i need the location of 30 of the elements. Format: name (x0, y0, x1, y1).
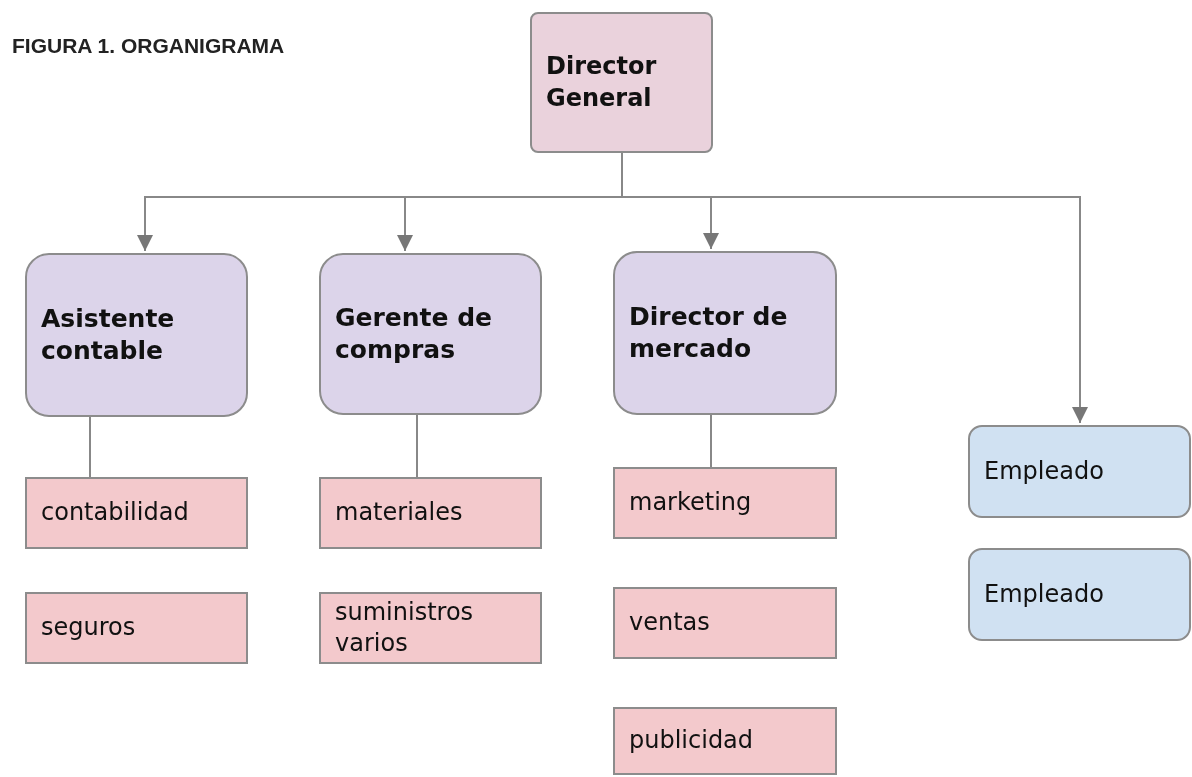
node-label: Gerente de compras (335, 301, 494, 366)
connector-line (710, 414, 712, 468)
department-box (613, 707, 837, 775)
manager-box (25, 253, 248, 417)
department-box (613, 467, 837, 539)
department-box (319, 592, 542, 664)
node-label: Empleado (984, 455, 1104, 487)
connector-line (89, 416, 91, 478)
employee-box (968, 548, 1191, 641)
node-label: marketing (629, 487, 752, 519)
node-label: contabilidad (41, 497, 189, 529)
manager-box (319, 253, 542, 415)
director-box (530, 12, 713, 153)
node-label: Director de mercado (629, 300, 789, 365)
department-box (319, 477, 542, 549)
employee-box (968, 425, 1191, 518)
manager-box (613, 251, 837, 415)
department-box (25, 477, 248, 549)
node-label: materiales (335, 497, 463, 529)
node-label: Asistente contable (41, 302, 176, 367)
node-label: seguros (41, 612, 136, 644)
node-label: Empleado (984, 578, 1104, 610)
node-label: publicidad (629, 725, 754, 757)
connector-line (416, 414, 418, 478)
department-box (613, 587, 837, 659)
node-label: suministros varios (335, 596, 475, 659)
department-box (25, 592, 248, 664)
figure-title: FIGURA 1. ORGANIGRAMA (12, 34, 285, 58)
node-label: ventas (629, 607, 710, 639)
node-label: Director General (546, 51, 658, 114)
